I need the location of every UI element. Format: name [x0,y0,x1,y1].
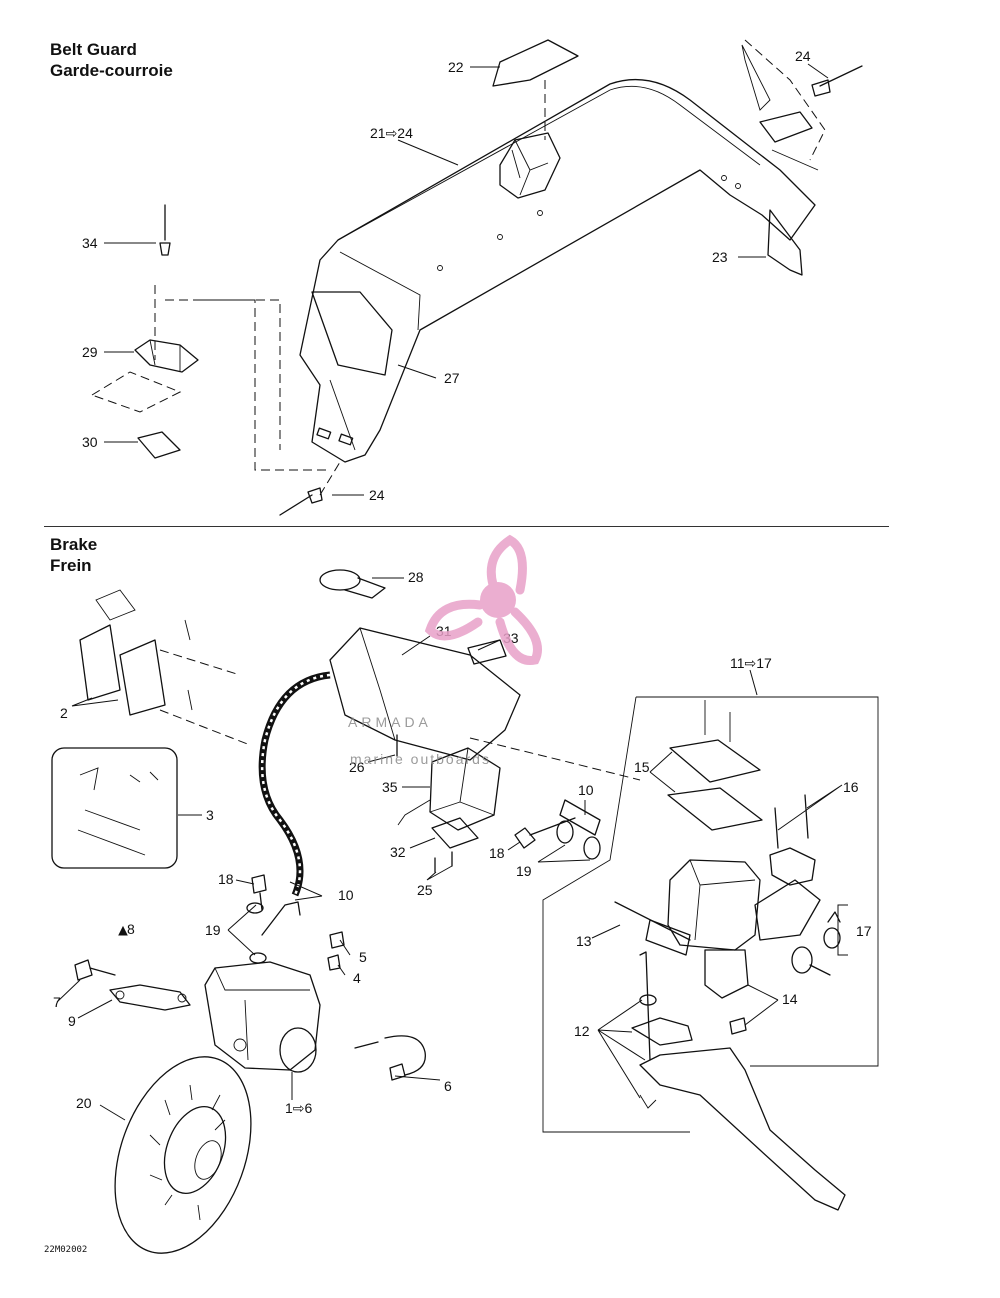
part-5-plug [329,931,345,949]
part-16-clamp-screws [769,794,816,886]
callout-13: 13 [576,933,592,949]
part-8-indicator [118,925,128,936]
part-19-washers-upper [556,820,601,860]
callout-34: 34 [82,235,98,251]
callout-4: 4 [353,970,361,986]
watermark-name: ARMADA [348,714,432,730]
part-18-banjo-bolt-lower [251,874,267,911]
callout-9: 9 [68,1013,76,1029]
part-23-bracket [767,209,803,276]
belt-guard-group [90,39,863,516]
part-22-label-tag [492,39,579,87]
part-14-pivot-nut [729,1017,747,1035]
callout-35: 35 [382,779,398,795]
callout-10-upper: 10 [578,782,594,798]
part-33-label [467,639,507,665]
part-34-rivet [159,204,171,256]
part-19-washers-lower [246,901,301,964]
callout-28: 28 [408,569,424,585]
part-15-reservoir-cap [667,700,763,831]
belt-guard-top-mount [741,39,826,171]
callout-25: 25 [417,882,433,898]
callout-27: 27 [444,370,460,386]
callout-32: 32 [390,844,406,860]
callout-22: 22 [448,59,464,75]
callout-24-bottom: 24 [369,487,385,503]
belt-guard-title-en: Belt Guard [50,40,137,59]
part-25-screws [434,851,453,873]
brake-lever [639,1047,846,1211]
part-27-belt-guard [299,78,816,463]
part-11-master-cylinder-assembly [667,859,821,999]
brake-title-fr: Frein [50,556,92,575]
part-32-bracket [431,817,479,849]
part-17-fittings [791,911,841,976]
section-divider [44,526,889,527]
assembly-frame-11-17 [636,696,879,1067]
part-13-piston [614,901,691,956]
part-20-brake-disc [114,1056,252,1254]
part-30-plate [137,431,181,459]
callout-20: 20 [76,1095,92,1111]
part-27-label-recess [311,291,393,376]
callout-18-upper: 18 [489,845,505,861]
callout-1: 1⇨6 [285,1100,313,1116]
part-28-cable-tie [319,569,386,599]
callout-29: 29 [82,344,98,360]
callout-21: 21⇨24 [370,125,413,141]
part-6-bleeder [354,1035,426,1081]
belt-guard-title: Belt Guard Garde-courroie [50,39,173,81]
part-9-bracket [109,984,191,1011]
callout-30: 30 [82,434,98,450]
callout-15: 15 [634,759,650,775]
callout-8: 8 [127,921,135,937]
callout-numbers: 22 24 21⇨24 34 29 27 30 23 24 28 31 33 2… [53,48,872,1116]
part-35-switch [397,747,501,831]
callout-19-upper: 19 [516,863,532,879]
part-4-nut [327,954,341,971]
callout-3: 3 [206,807,214,823]
callout-18-lower: 18 [218,871,234,887]
callout-24-top: 24 [795,48,811,64]
callout-19-lower: 19 [205,922,221,938]
callout-6: 6 [444,1078,452,1094]
part-12-pivot-parts [631,951,693,1109]
part-24-top-rivet [811,65,863,97]
callout-14: 14 [782,991,798,1007]
brake-title: Brake Frein [50,534,97,576]
part-7-bolt [74,959,116,981]
belt-guard-title-fr: Garde-courroie [50,61,173,80]
armada-watermark: ARMADA marine outboards [348,534,542,767]
part-24-bottom-rivet [279,487,323,516]
callout-26: 26 [349,759,365,775]
callout-7: 7 [53,994,61,1010]
drawing-code: 22M02002 [44,1245,88,1255]
part-3-hardware-kit [51,747,178,869]
belt-guard-gasket [90,371,182,413]
callout-17: 17 [856,923,872,939]
brake-title-en: Brake [50,535,98,554]
callout-11: 11⇨17 [730,655,772,671]
assembly-frame-lever [542,696,690,1133]
propeller-logo-icon [424,534,542,665]
brake-group [51,569,879,1254]
belt-guard-clip [499,132,561,199]
part-31-cover [329,627,521,761]
part-2-brake-pads [79,589,251,746]
callout-10-lower: 10 [338,887,354,903]
callout-5: 5 [359,949,367,965]
callout-16: 16 [843,779,859,795]
part-10-hose-fitting [559,799,601,836]
part-1-brake-caliper [204,961,321,1073]
callout-23: 23 [712,249,728,265]
watermark-tagline: marine outboards [350,751,491,767]
part-10-brake-hose [258,671,331,897]
part-29-bracket [134,339,199,373]
callout-2: 2 [60,705,68,721]
leader-lines [56,63,848,1121]
callout-12: 12 [574,1023,590,1039]
